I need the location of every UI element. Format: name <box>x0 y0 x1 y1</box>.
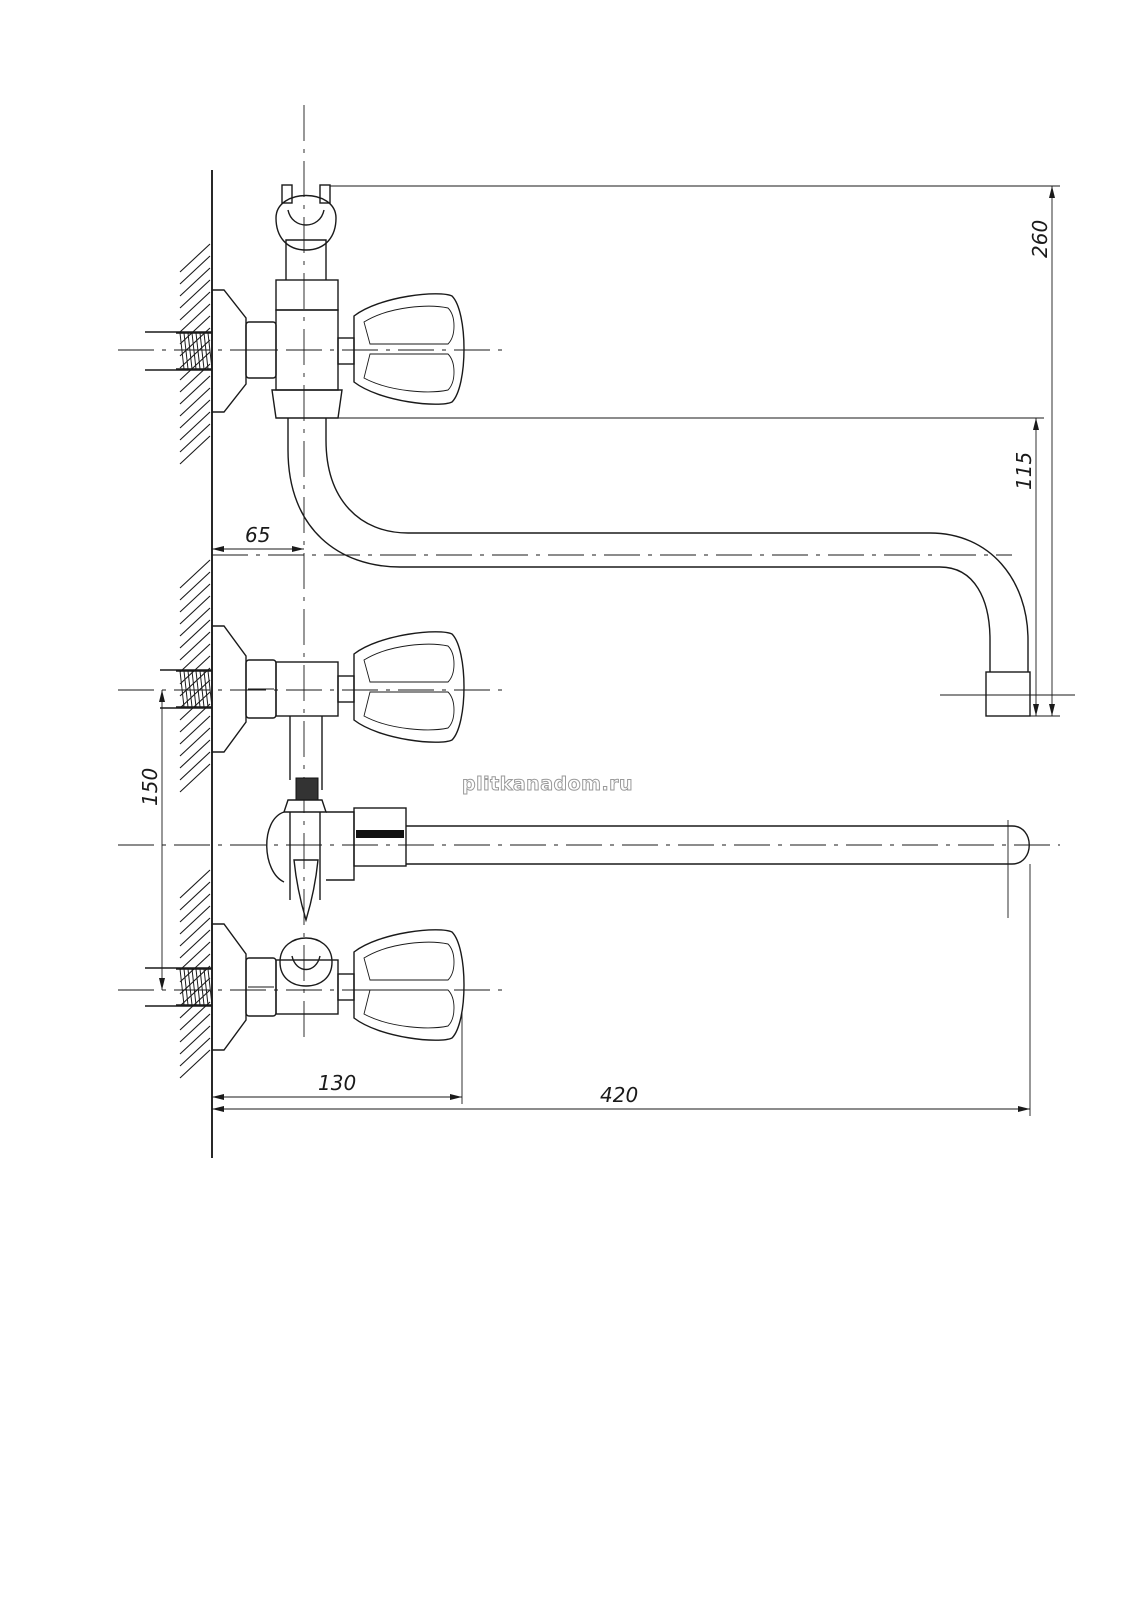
hatch-line <box>179 583 211 613</box>
lower-inlet-assembly <box>145 923 355 1051</box>
thread-line <box>203 670 209 708</box>
hatch-line <box>179 667 211 697</box>
hatch-line <box>179 435 211 465</box>
bath-spout <box>406 825 1030 865</box>
dim-label-115: 115 <box>1012 452 1036 490</box>
hatch-line <box>179 267 211 297</box>
dim-label-260: 260 <box>1028 220 1052 258</box>
thread-line <box>195 670 201 708</box>
thread-line <box>199 968 205 1006</box>
hatch-line <box>179 595 211 625</box>
hatch-line <box>179 423 211 453</box>
hatch-line <box>179 643 211 673</box>
hatch-line <box>179 303 211 333</box>
thread-line <box>187 332 193 370</box>
hatch-line <box>179 411 211 441</box>
hatch-line <box>179 989 211 1019</box>
dimension-420: 420 <box>212 864 1031 1116</box>
hatch-line <box>179 869 211 899</box>
hatch-line <box>179 1049 211 1079</box>
hatch-line <box>179 375 211 405</box>
thread-line <box>199 332 205 370</box>
thread-line <box>203 968 209 1006</box>
lower-handle <box>353 929 465 1041</box>
wall-hatch-top <box>179 243 211 465</box>
dimension-260: 260 <box>330 185 1060 716</box>
thread-line <box>195 332 201 370</box>
hatch-line <box>179 387 211 417</box>
hatch-line <box>179 881 211 911</box>
thread-line <box>203 332 209 370</box>
hatch-line <box>179 1013 211 1043</box>
thread-line <box>191 968 197 1006</box>
dim-label-130: 130 <box>318 1071 356 1095</box>
thread-line <box>183 332 189 370</box>
hatch-line <box>179 893 211 923</box>
upper-handle <box>353 293 465 405</box>
thread-line <box>183 968 189 1006</box>
hatch-line <box>179 1037 211 1067</box>
middle-handle <box>353 631 465 743</box>
thread-line <box>195 968 201 1006</box>
diverter-body <box>266 777 407 923</box>
center-lines <box>118 105 1060 1040</box>
hatch-line <box>179 917 211 947</box>
upper-inlet-assembly <box>145 184 355 419</box>
hatch-line <box>179 559 211 589</box>
hatch-line <box>179 1025 211 1055</box>
hatch-line <box>179 727 211 757</box>
dimension-115: 115 <box>326 417 1075 717</box>
hatch-line <box>179 929 211 959</box>
dim-label-65: 65 <box>245 523 270 547</box>
hatch-line <box>179 619 211 649</box>
hatch-line <box>179 243 211 273</box>
hatch-line <box>179 763 211 793</box>
hatch-line <box>179 631 211 661</box>
thread-line <box>183 670 189 708</box>
thread-line <box>187 968 193 1006</box>
hatch-line <box>179 279 211 309</box>
hatch-line <box>179 255 211 285</box>
hatch-line <box>179 739 211 769</box>
hatch-line <box>179 607 211 637</box>
thread-line <box>179 332 185 370</box>
watermark: plitkanadom.ru <box>462 773 633 795</box>
hatch-line <box>179 571 211 601</box>
hatch-line <box>179 715 211 745</box>
thread-line <box>191 670 197 708</box>
dim-label-420: 420 <box>600 1083 638 1107</box>
hatch-line <box>179 399 211 429</box>
dimension-150: 150 <box>138 690 165 990</box>
hatch-line <box>179 363 211 393</box>
thread-line <box>199 670 205 708</box>
dimension-130: 130 <box>212 1010 463 1104</box>
hatch-line <box>179 351 211 381</box>
hatch-line <box>179 691 211 721</box>
thread-middle <box>176 670 213 708</box>
middle-inlet-assembly <box>160 625 355 790</box>
dimension-65: 65 <box>212 523 304 552</box>
thread-upper <box>176 332 213 370</box>
thread-line <box>187 670 193 708</box>
thread-line <box>179 670 185 708</box>
thread-line <box>179 968 185 1006</box>
hatch-line <box>179 941 211 971</box>
thread-line <box>191 332 197 370</box>
hatch-line <box>179 751 211 781</box>
swivel-spout <box>287 418 1031 717</box>
dim-label-150: 150 <box>138 768 162 806</box>
thread-lower <box>176 968 213 1006</box>
wall <box>179 170 213 1158</box>
hatch-line <box>179 291 211 321</box>
hatch-line <box>179 965 211 995</box>
hatch-line <box>179 905 211 935</box>
